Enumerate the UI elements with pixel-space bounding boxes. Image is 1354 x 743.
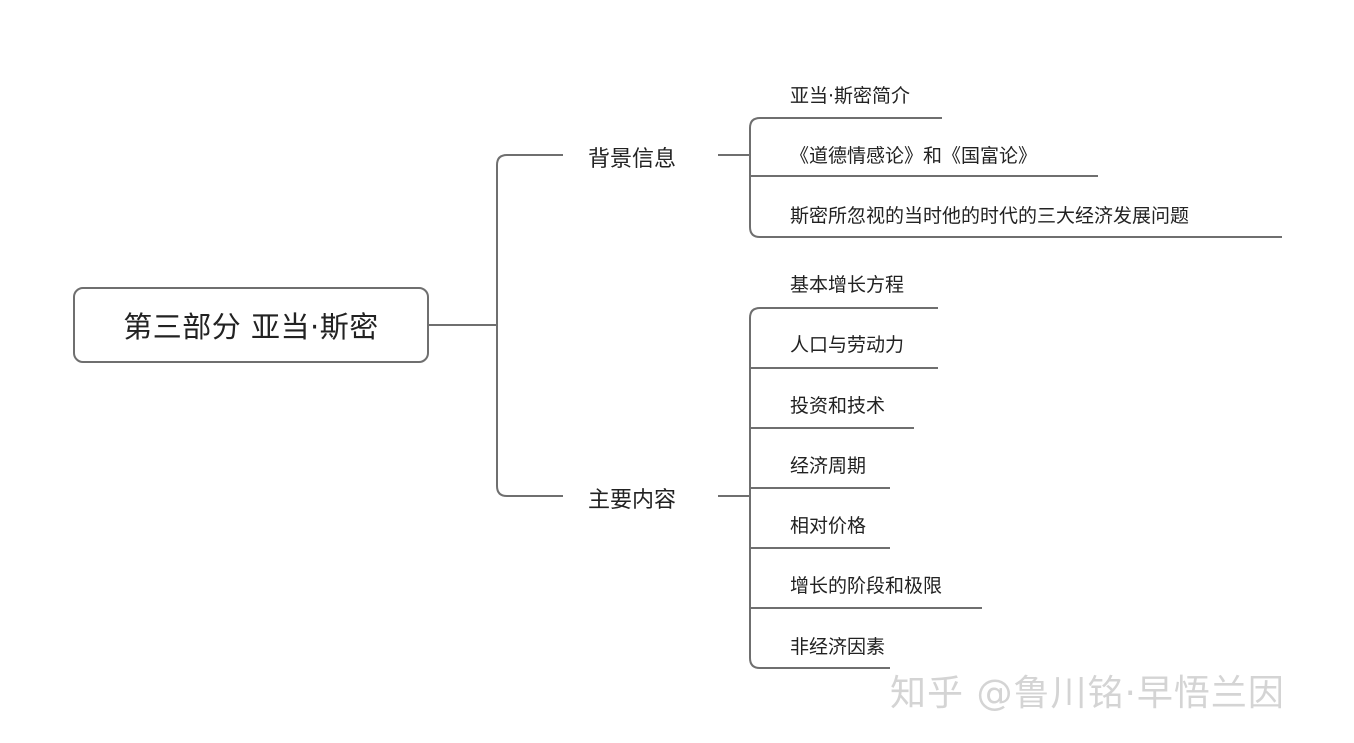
branch-label: 主要内容	[588, 488, 677, 513]
watermark: 知乎 @鲁川铭·早悟兰因	[890, 673, 1285, 714]
leaf-label: 非经济因素	[790, 636, 886, 658]
leaf-node[interactable]: 非经济因素	[790, 632, 885, 659]
leaf-node[interactable]: 亚当·斯密简介	[790, 81, 910, 108]
leaf-label: 增长的阶段和极限	[790, 575, 943, 597]
leaf-label: 经济周期	[790, 455, 867, 477]
leaf-node[interactable]: 相对价格	[790, 511, 866, 538]
leaf-label: 投资和技术	[790, 395, 886, 417]
leaf-label: 相对价格	[790, 515, 867, 537]
leaf-label: 人口与劳动力	[790, 334, 905, 356]
leaf-node[interactable]: 增长的阶段和极限	[790, 571, 942, 598]
leaf-label: 基本增长方程	[790, 274, 905, 296]
leaf-label: 《道德情感论》和《国富论》	[790, 145, 1038, 167]
leaf-node[interactable]: 投资和技术	[790, 391, 885, 418]
leaf-label: 斯密所忽视的当时他的时代的三大经济发展问题	[790, 205, 1190, 227]
leaf-node[interactable]: 基本增长方程	[790, 270, 904, 297]
branch-node-background[interactable]: 背景信息	[588, 141, 676, 173]
leaf-node[interactable]: 斯密所忽视的当时他的时代的三大经济发展问题	[790, 201, 1189, 228]
root-node[interactable]: 第三部分 亚当·斯密	[73, 287, 429, 363]
root-title: 第三部分 亚当·斯密	[123, 310, 379, 344]
branch1-spine	[749, 117, 761, 238]
trunk-connector	[496, 154, 508, 497]
branch-node-main-content[interactable]: 主要内容	[588, 482, 676, 514]
branch-label: 背景信息	[588, 147, 677, 172]
leaf-node[interactable]: 《道德情感论》和《国富论》	[790, 141, 1037, 168]
leaf-node[interactable]: 经济周期	[790, 451, 866, 478]
leaf-node[interactable]: 人口与劳动力	[790, 330, 904, 357]
leaf-label: 亚当·斯密简介	[790, 85, 911, 107]
